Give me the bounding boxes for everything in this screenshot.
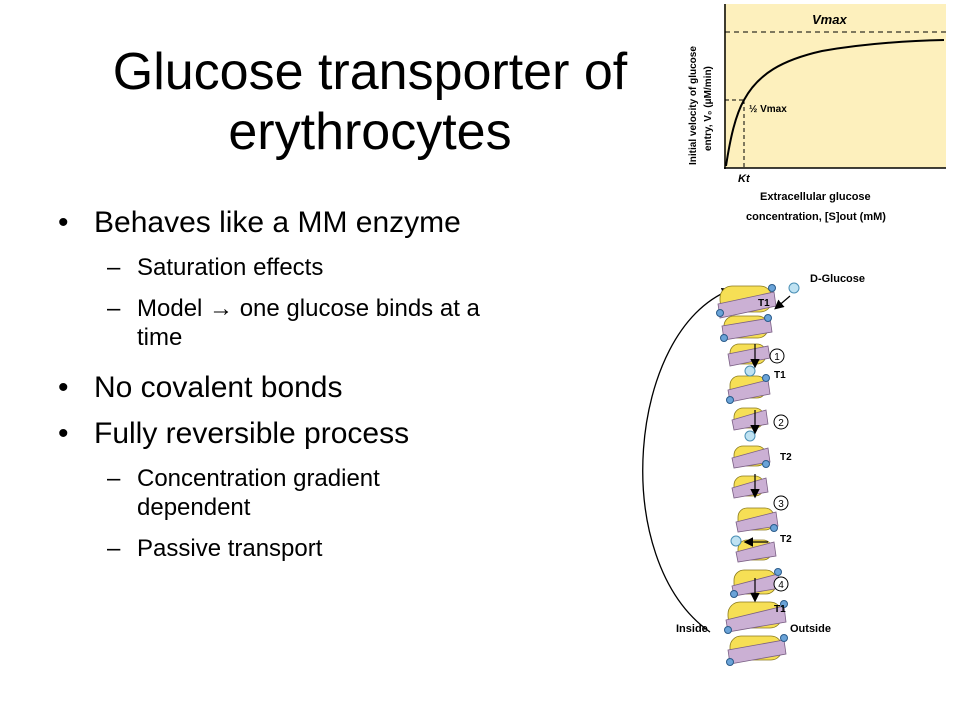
inside-label: Inside	[676, 623, 708, 635]
step-badge: 3	[773, 495, 789, 511]
step-badge: 4	[773, 576, 789, 592]
title-line-1: Glucose transporter of	[112, 43, 628, 101]
step-number: 2	[778, 418, 784, 429]
dash-icon: –	[107, 295, 121, 322]
bullet-item: • Fully reversible process	[58, 416, 498, 452]
saturation-curve	[725, 39, 945, 167]
bullet-icon: •	[58, 417, 69, 450]
sub-bullet-item: – Concentration gradient dependent	[58, 464, 498, 522]
glucose-molecule	[744, 365, 756, 377]
step-badge: 1	[769, 348, 785, 364]
slide-title: Glucose transporter of erythrocytes	[40, 42, 700, 162]
bullet-icon: •	[58, 371, 69, 404]
dash-icon: –	[107, 254, 121, 281]
cycle-arrow	[642, 288, 733, 633]
ylabel-line-1: Initial velocity of glucose	[688, 46, 699, 165]
state-label: T2	[780, 534, 792, 545]
bullet-text: Fully reversible process	[94, 417, 410, 450]
sub-bullet-item: – Model → one glucose binds at a time	[58, 294, 498, 352]
sub-bullet-item: – Saturation effects	[58, 253, 498, 282]
glucose-molecule	[788, 282, 800, 294]
sub-bullet-text: Saturation effects	[137, 254, 324, 281]
step-number: 1	[774, 352, 780, 363]
kinetics-graph: Vmax ½ Vmax Kt Extracellular glucose con…	[688, 4, 946, 223]
helix-segment	[731, 407, 769, 431]
sub-bullet-text: Passive transport	[137, 535, 323, 562]
ylabel-line-2: entry, V₀ (μM/min)	[703, 66, 714, 151]
helix-segment	[735, 507, 779, 533]
step-number: 3	[778, 499, 784, 510]
glucose-label: D-Glucose	[810, 273, 865, 285]
helix-segment	[726, 374, 771, 404]
step-badge: 2	[773, 414, 789, 430]
xlabel-line-2: concentration, [S]out (mM)	[746, 211, 886, 223]
state-label: T1	[774, 604, 786, 615]
bullet-item: • No covalent bonds	[58, 370, 498, 406]
bullet-item: • Behaves like a MM enzyme	[58, 205, 498, 241]
helix-segment	[735, 539, 777, 563]
dash-icon: –	[107, 465, 121, 492]
helix-segment	[726, 634, 788, 666]
graph-background	[724, 4, 946, 168]
step-number: 4	[778, 580, 784, 591]
sub-bullet-text: Model → one glucose binds at a time	[137, 295, 480, 351]
title-line-2: erythrocytes	[228, 103, 512, 161]
sub-bullet-text: Concentration gradient dependent	[137, 465, 380, 521]
half-vmax-label: ½ Vmax	[749, 104, 787, 115]
helix-segment	[727, 343, 771, 367]
binding-arrow	[774, 295, 791, 310]
helix-segment	[716, 284, 777, 319]
outside-label: Outside	[790, 623, 831, 635]
state-label: T1	[774, 370, 786, 381]
helix-segment	[731, 445, 771, 469]
glucose-molecule	[744, 430, 756, 442]
helix-segment	[724, 600, 788, 634]
bullet-text: Behaves like a MM enzyme	[94, 206, 461, 239]
xlabel-line-1: Extracellular glucose	[760, 191, 871, 203]
transporter-diagram: 1 2 3 4 T1 T1 T2 T2 T1 D-Glucose Inside …	[642, 273, 865, 666]
glucose-molecule	[730, 535, 742, 547]
bullet-text: No covalent bonds	[94, 371, 343, 404]
dash-icon: –	[107, 535, 121, 562]
kt-label: Kt	[738, 173, 751, 185]
sub-bullet-item: – Passive transport	[58, 534, 498, 563]
bullet-icon: •	[58, 206, 69, 239]
helix-segment	[720, 314, 773, 342]
vmax-label: Vmax	[812, 12, 847, 27]
state-label: T2	[780, 452, 792, 463]
helix-segment	[731, 475, 769, 499]
bullet-list: • Behaves like a MM enzyme – Saturation …	[58, 205, 498, 569]
state-label: T1	[758, 298, 770, 309]
